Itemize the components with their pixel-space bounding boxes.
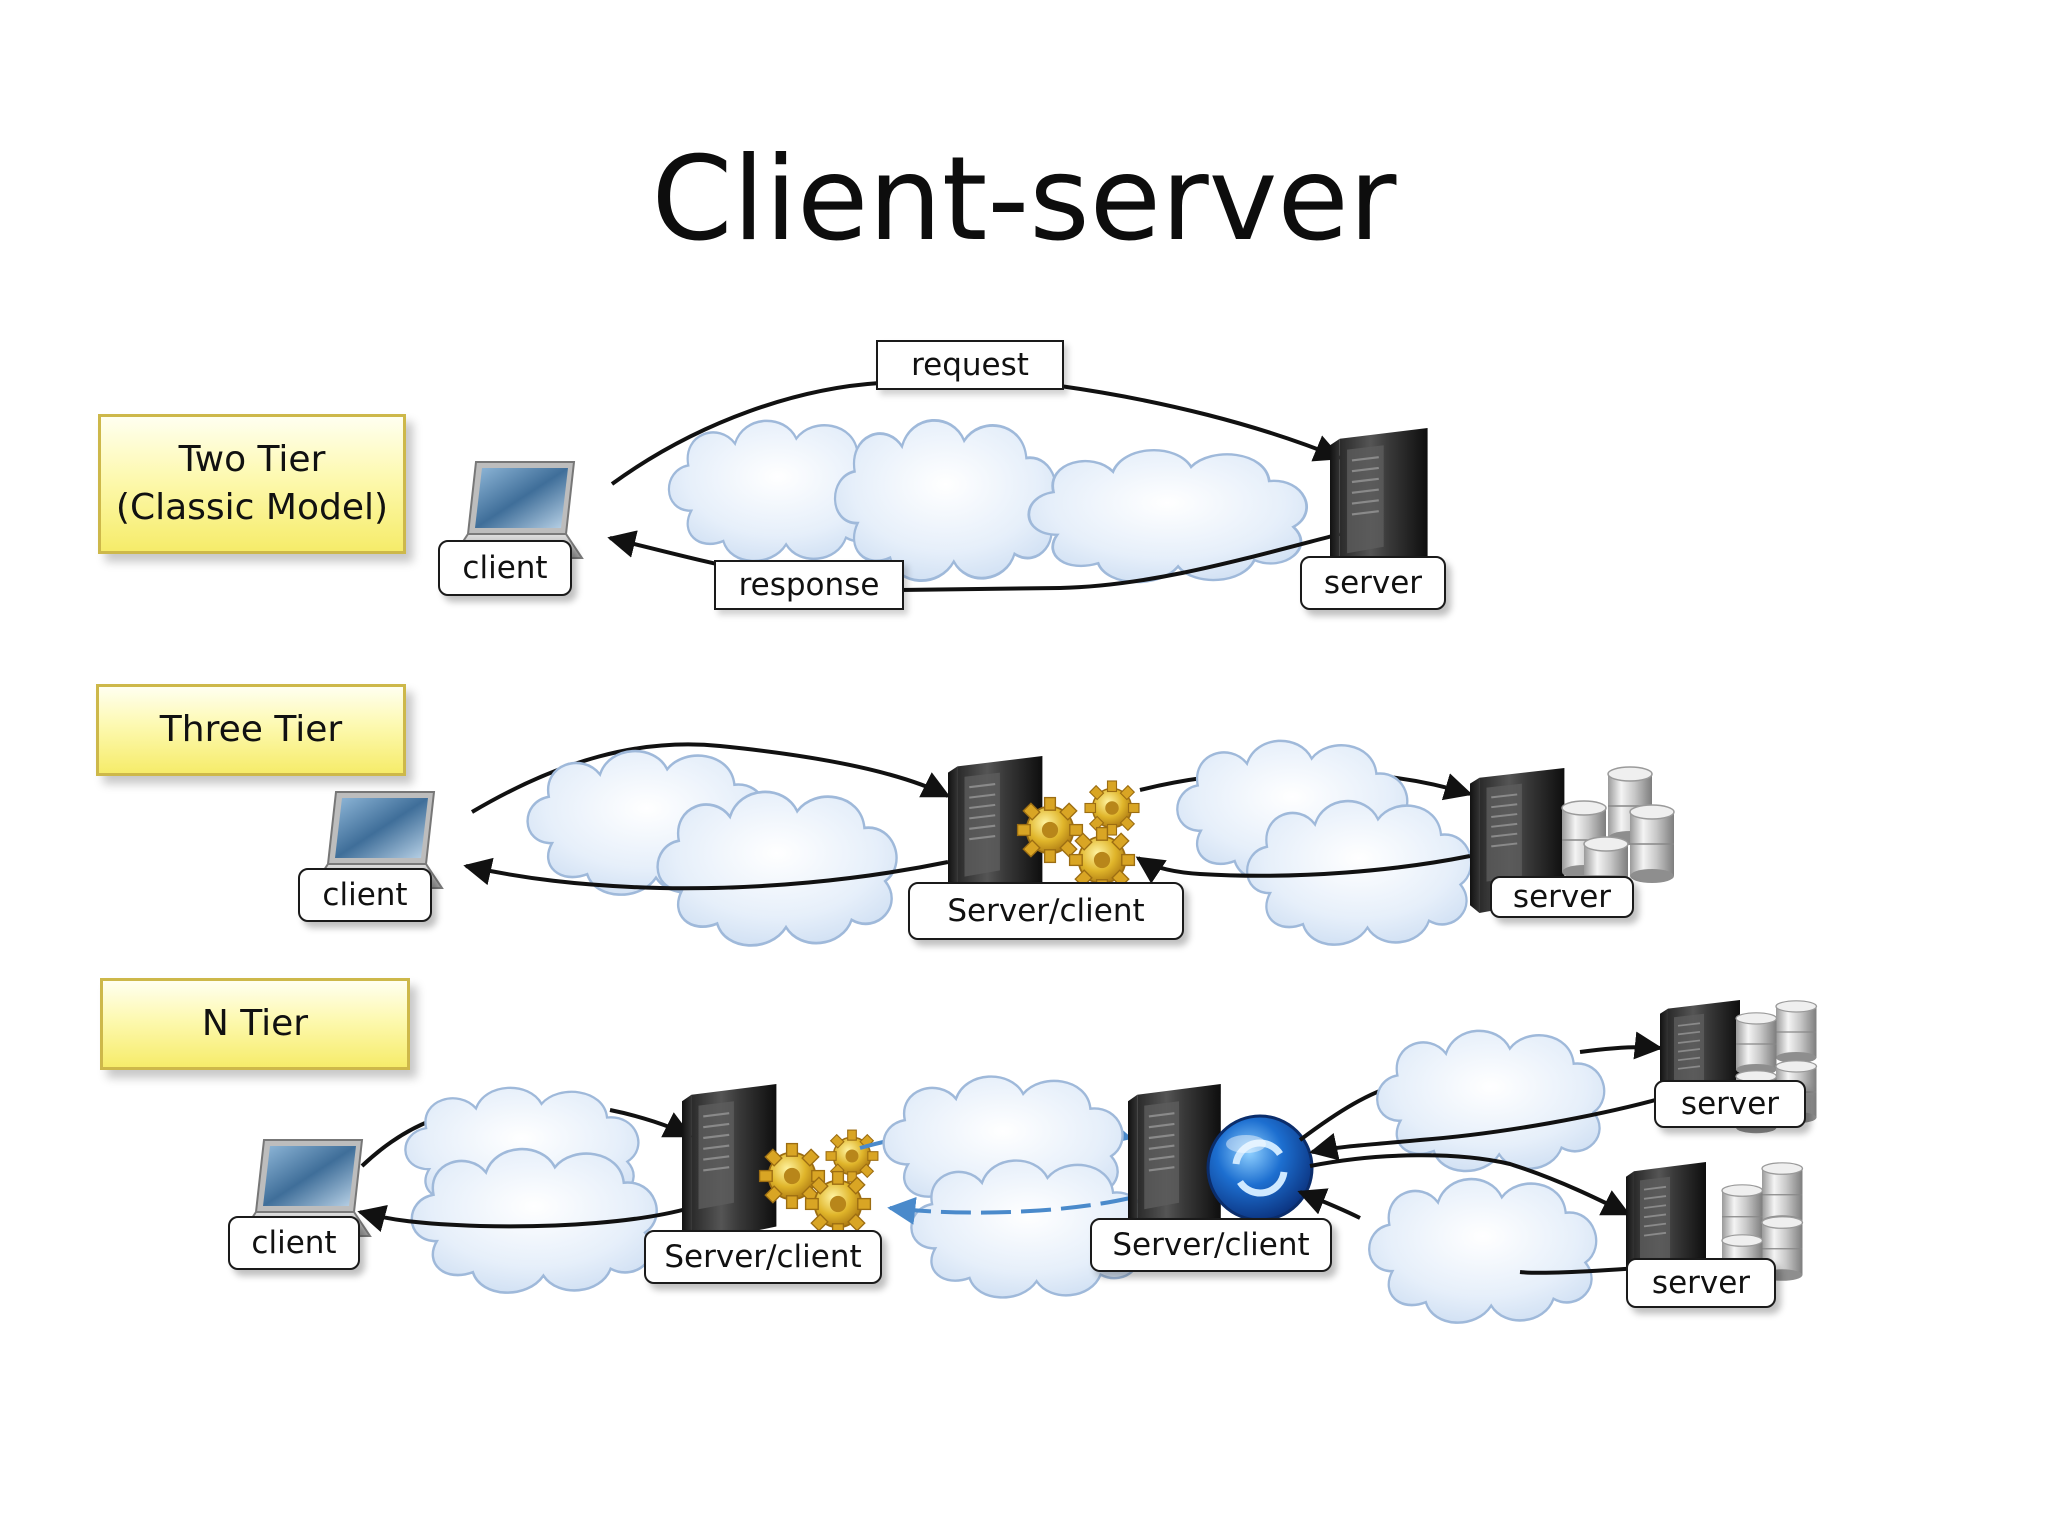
server-client-label: Server/client (908, 882, 1184, 940)
gear-icon (1084, 780, 1140, 836)
request-arrow (1309, 1153, 1631, 1216)
network-cloud (1027, 448, 1308, 584)
three-tier-diagram (311, 739, 1675, 947)
response-arrow (887, 1196, 1131, 1225)
tier-box-n-tier: N Tier (100, 978, 410, 1070)
request-arrow (470, 742, 951, 814)
response-arrow (357, 1204, 691, 1233)
n-tier-diagram (239, 999, 1818, 1324)
server-client-label: Server/client (644, 1230, 882, 1284)
response-arrow (1135, 854, 1471, 884)
server-label: server (1490, 876, 1634, 918)
response-arrow (1519, 1266, 1641, 1275)
network-cloud (656, 790, 898, 947)
response-arrow (1297, 1188, 1361, 1220)
network-cloud (1367, 1177, 1598, 1324)
gear-icon (1016, 796, 1084, 864)
response-arrow (463, 857, 949, 891)
tier-label-line1: Two Tier (178, 439, 326, 480)
tier-label-line2: (Classic Model) (115, 487, 389, 528)
request-label: request (876, 340, 1064, 390)
server-client-label: Server/client (1090, 1218, 1332, 1272)
network-cloud (833, 418, 1058, 583)
sync-orb-icon (1206, 1114, 1314, 1222)
database-icon (1629, 804, 1675, 884)
request-arrow (1579, 1031, 1663, 1060)
tier-label: Three Tier (159, 709, 343, 750)
server-label: server (1654, 1080, 1806, 1128)
client-label: client (298, 868, 432, 922)
slide-title: Client-server (651, 132, 1397, 267)
response-arrow (1309, 1094, 1671, 1161)
tier-box-two-tier: Two Tier (Classic Model) (98, 414, 406, 554)
tier-label: N Tier (201, 1003, 309, 1044)
two-tier-diagram (451, 380, 1429, 593)
database-icon (1735, 1012, 1778, 1076)
gear-icon (804, 1170, 872, 1238)
tier-box-three-tier: Three Tier (96, 684, 406, 776)
database-icon (1775, 1000, 1818, 1064)
response-label: response (714, 560, 904, 610)
server-label: server (1626, 1258, 1776, 1308)
client-label: client (438, 540, 572, 596)
client-label: client (228, 1216, 360, 1270)
server-tower-icon (680, 1082, 778, 1246)
server-label: server (1300, 556, 1446, 610)
network-cloud (1375, 1029, 1606, 1173)
